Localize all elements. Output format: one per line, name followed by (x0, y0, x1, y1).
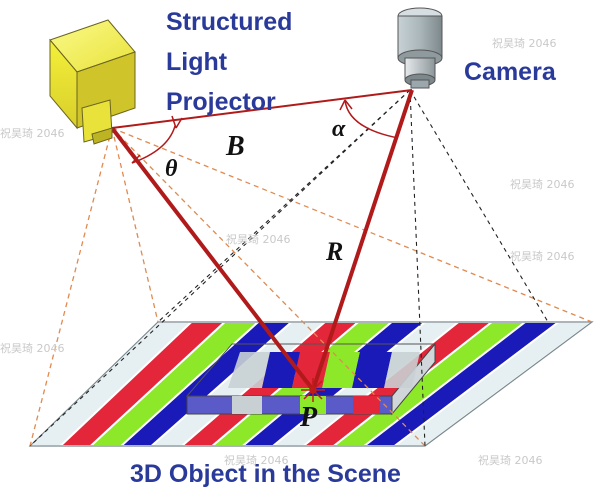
watermark-text: 祝昊琦 2046 (224, 453, 289, 467)
theta-arc (131, 125, 176, 164)
projector-frustum (29, 127, 593, 447)
watermark-text: 祝昊琦 2046 (510, 177, 575, 191)
camera-label: Camera (464, 58, 557, 86)
watermark-text: 祝昊琦 2046 (0, 341, 65, 355)
projector-ray (110, 126, 315, 392)
camera-icon (397, 7, 443, 89)
watermark-text: 祝昊琦 2046 (492, 36, 557, 50)
projector-label-line2: Light (166, 48, 228, 76)
watermark-text: 祝昊琦 2046 (478, 453, 543, 467)
scene-caption: 3D Object in the Scene (130, 460, 401, 488)
point-symbol: P (299, 402, 318, 433)
projector-icon (49, 19, 136, 145)
projector-label-line3: Projector (166, 88, 276, 116)
watermark-text: 祝昊琦 2046 (0, 126, 65, 140)
theta-symbol: θ (165, 156, 178, 182)
range-symbol: R (325, 237, 343, 266)
baseline-line (111, 89, 413, 129)
projector-label-line1: Structured (166, 8, 292, 36)
plane-outline (28, 321, 594, 447)
object-block (185, 342, 437, 416)
watermark-text: 祝昊琦 2046 (510, 249, 575, 263)
geometry-rays (110, 89, 414, 402)
watermark-text: 祝昊琦 2046 (226, 232, 291, 246)
alpha-arc (344, 99, 399, 139)
camera-ray (311, 89, 414, 391)
point-p-marker (301, 378, 325, 402)
alpha-symbol: α (332, 116, 346, 142)
baseline-symbol: B (225, 131, 245, 162)
